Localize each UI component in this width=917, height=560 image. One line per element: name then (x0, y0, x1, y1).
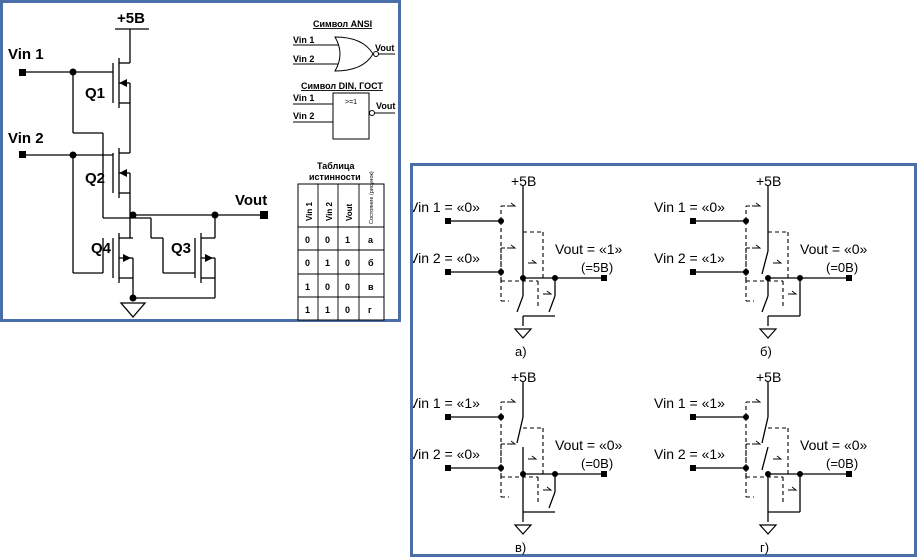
state-diagram: +5B Vin 1 = «0» Vin 2 = «1» Vout = «0» (=0B)… (654, 173, 868, 359)
q1-switch (761, 416, 769, 444)
cell-r3-c0: 1 (305, 305, 310, 315)
state-caption: б) (760, 344, 772, 359)
cell-r0-c1: 0 (325, 235, 330, 245)
state-input2-label: Vin 2 = «1» (654, 250, 725, 266)
q2-label: Q2 (85, 170, 105, 187)
q4-switch (761, 295, 769, 313)
din-out: Vout (376, 101, 395, 111)
cell-r1-c2: 0 (345, 258, 350, 268)
state-supply-label: +5B (511, 369, 536, 385)
state-output-voltage: (=5B) (581, 260, 613, 275)
din-in2: Vin 2 (293, 111, 314, 121)
input1-label: Vin 1 (8, 46, 44, 63)
th-vin1: Vin 1 (305, 201, 314, 221)
state-diagram: +5B Vin 1 = «0» Vin 2 = «0» Vout = «1» (=5B)… (413, 173, 623, 359)
q2-switch (761, 250, 769, 275)
q1-switch (516, 416, 524, 444)
state-output-voltage: (=0B) (581, 456, 613, 471)
table-title-2: истинности (309, 172, 361, 182)
schematic-panel: +5B Q1 Q2 Vout Vin 1 Vin 2 Q4 (0, 0, 401, 322)
cell-r2-c2: 0 (345, 282, 350, 292)
q2-switch (761, 446, 769, 471)
table-title-1: Таблица (317, 161, 356, 171)
cell-r3-c2: 0 (345, 305, 350, 315)
q3-switch (548, 295, 556, 313)
state-caption: г) (760, 540, 769, 555)
state-supply-label: +5B (511, 173, 536, 189)
th-vout: Vout (345, 203, 354, 221)
th-state: Состояние (рисунок) (369, 171, 375, 224)
nor-gate-din-icon (332, 92, 370, 140)
supply-label: +5B (117, 10, 145, 27)
cell-r0-c2: 1 (345, 235, 350, 245)
ground-icon (119, 302, 147, 318)
state-output-voltage: (=0B) (826, 456, 858, 471)
ansi-in2: Vin 2 (293, 54, 314, 64)
state-diagram: +5B Vin 1 = «1» Vin 2 = «1» Vout = «0» (=0B)… (654, 369, 868, 555)
cell-r1-c1: 1 (325, 258, 330, 268)
state-output-label: Vout = «1» (555, 241, 623, 257)
state-diagram: +5B Vin 1 = «1» Vin 2 = «0» Vout = «0» (=0B)… (413, 369, 623, 555)
din-gate-label: >=1 (345, 99, 357, 106)
din-in1: Vin 1 (293, 93, 314, 103)
state-output-label: Vout = «0» (555, 437, 623, 453)
q1-label: Q1 (85, 85, 105, 102)
input2-label: Vin 2 (8, 130, 44, 147)
state-input2-label: Vin 2 = «0» (413, 446, 480, 462)
cell-r2-c1: 0 (325, 282, 330, 292)
state-input1-label: Vin 1 = «0» (654, 199, 725, 215)
th-vin2: Vin 2 (325, 201, 334, 221)
q3-label: Q3 (171, 240, 191, 257)
cell-r0-c3: а (368, 235, 374, 245)
truth-table: Vin 1 Vin 2 Vout Состояние (рисунок) 0 0… (297, 171, 385, 321)
state-supply-label: +5B (756, 369, 781, 385)
cell-r2-c0: 1 (305, 282, 310, 292)
output-label: Vout (235, 192, 267, 209)
cell-r2-c3: в (368, 282, 374, 292)
q4-switch (516, 295, 524, 313)
cmos-nor-schematic: +5B Q1 Q2 Vout Vin 1 Vin 2 Q4 (8, 10, 395, 321)
cell-r0-c0: 0 (305, 235, 310, 245)
state-supply-label: +5B (756, 173, 781, 189)
state-input2-label: Vin 2 = «1» (654, 446, 725, 462)
nor-gate-ansi-icon (334, 36, 374, 72)
states-panel: +5B Vin 1 = «0» Vin 2 = «0» Vout = «1» (=5B)… (410, 163, 917, 557)
cell-r1-c0: 0 (305, 258, 310, 268)
state-input1-label: Vin 1 = «1» (654, 395, 725, 411)
ansi-out: Vout (375, 43, 394, 53)
state-caption: в) (515, 540, 526, 555)
cell-r3-c3: г (368, 305, 372, 315)
state-input1-label: Vin 1 = «1» (413, 395, 480, 411)
state-input1-label: Vin 1 = «0» (413, 199, 480, 215)
state-caption: а) (515, 344, 527, 359)
din-title: Символ DIN, ГОСТ (301, 81, 383, 91)
ansi-title: Символ ANSI (313, 19, 372, 29)
state-output-voltage: (=0B) (826, 260, 858, 275)
ansi-in1: Vin 1 (293, 35, 314, 45)
q3-switch (548, 491, 556, 509)
state-output-label: Vout = «0» (800, 241, 868, 257)
state-output-label: Vout = «0» (800, 437, 868, 453)
q4-label: Q4 (91, 240, 112, 257)
cell-r1-c3: б (368, 258, 374, 268)
switch-states-diagram: +5B Vin 1 = «0» Vin 2 = «0» Vout = «1» (=5B)… (413, 173, 868, 555)
state-input2-label: Vin 2 = «0» (413, 250, 480, 266)
cell-r3-c1: 1 (325, 305, 330, 315)
